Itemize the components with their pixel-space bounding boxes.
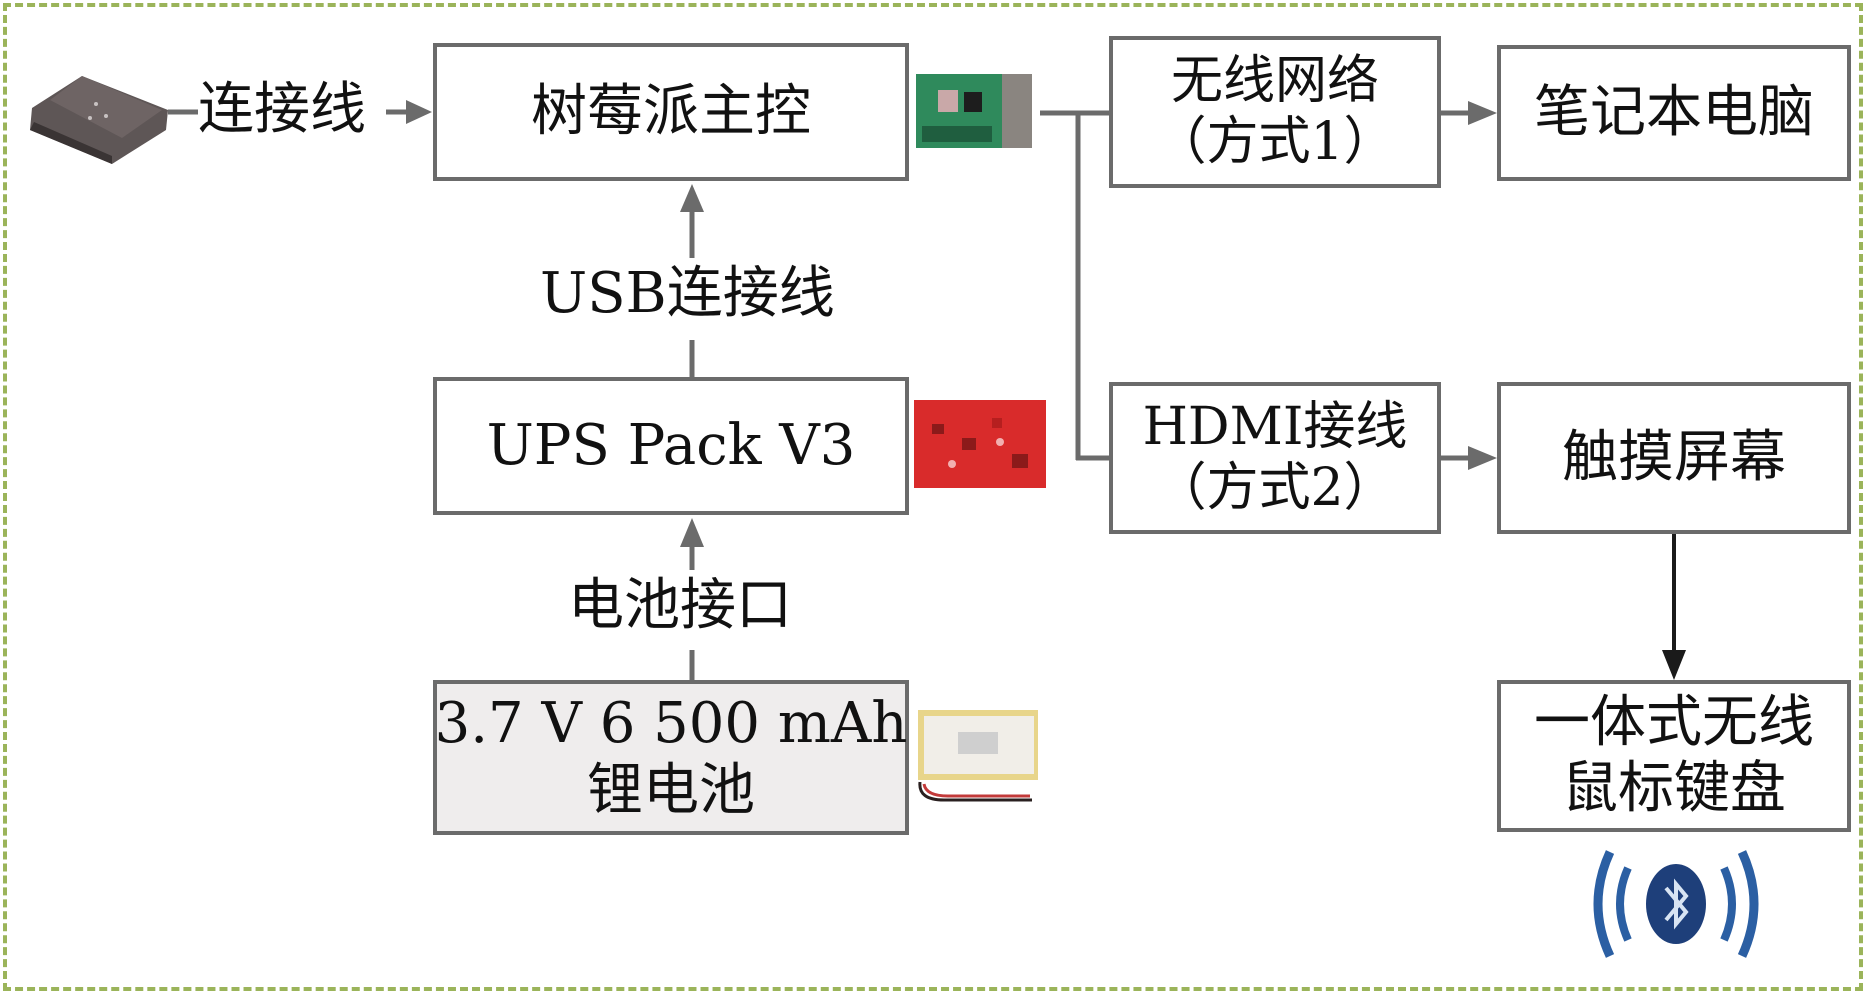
node-laptop-label: 笔记本电脑 [1534, 79, 1814, 145]
node-wireless: 无线网络 （方式1） [1109, 36, 1441, 188]
node-battery: 3.7 V 6 500 mAh 锂电池 [433, 680, 909, 835]
node-keyboard-line1: 一体式无线 [1534, 689, 1814, 755]
dashed-frame [3, 3, 1863, 991]
ups-board-icon [914, 400, 1046, 488]
node-battery-line2: 锂电池 [587, 757, 755, 823]
node-ups-label: UPS Pack V3 [486, 412, 856, 478]
node-ups: UPS Pack V3 [433, 377, 909, 515]
node-keyboard-line2: 鼠标键盘 [1562, 756, 1786, 821]
edge-label-battery-port: 电池接口 [568, 573, 792, 638]
node-keyboard: 一体式无线 鼠标键盘 [1497, 680, 1851, 832]
node-wireless-line2: （方式1） [1154, 112, 1396, 172]
node-raspberry-pi-label: 树莓派主控 [531, 78, 811, 144]
arrow-to-keyboard [1662, 650, 1686, 680]
node-hdmi-line2: （方式2） [1154, 458, 1396, 518]
raspberry-pi-board-icon [916, 74, 1032, 148]
arrow-to-laptop [1468, 101, 1497, 125]
arrow-to-ups-up [680, 518, 704, 547]
sensor-device-icon [30, 76, 168, 164]
node-touchscreen: 触摸屏幕 [1497, 382, 1851, 534]
lipo-battery-icon [918, 710, 1038, 802]
node-battery-line1: 3.7 V 6 500 mAh [434, 691, 908, 757]
node-raspberry-pi: 树莓派主控 [433, 43, 909, 181]
node-wireless-line1: 无线网络 [1170, 50, 1379, 111]
node-hdmi: HDMI接线 （方式2） [1109, 382, 1441, 534]
node-laptop: 笔记本电脑 [1497, 45, 1851, 181]
edge-label-usb: USB连接线 [540, 261, 835, 326]
arrow-to-touch [1468, 446, 1497, 470]
arrow-to-main-up [680, 184, 704, 212]
edge-label-connection: 连接线 [198, 77, 366, 142]
node-touchscreen-label: 触摸屏幕 [1562, 424, 1786, 490]
node-hdmi-line1: HDMI接线 [1142, 396, 1408, 457]
bluetooth-icon [1593, 850, 1759, 958]
arrow-to-main [406, 100, 432, 124]
